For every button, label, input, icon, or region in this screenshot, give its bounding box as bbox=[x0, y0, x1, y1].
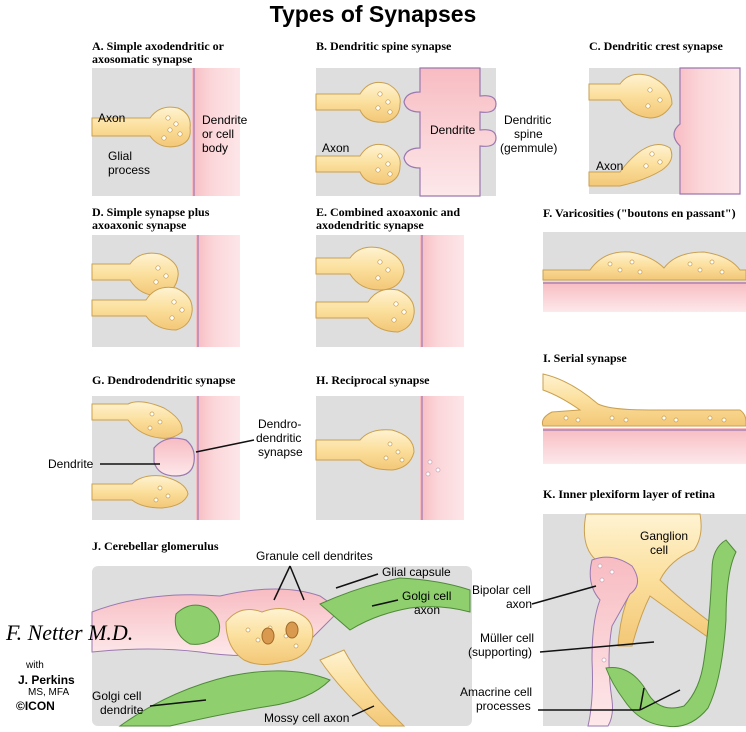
label-axon: Axon bbox=[596, 159, 623, 173]
label-spine-2: spine bbox=[514, 127, 543, 141]
signature: F. Netter M.D. with J. Perkins MS, MFA ©… bbox=[5, 620, 133, 713]
label-axon: Axon bbox=[98, 111, 125, 125]
dendrite bbox=[192, 68, 240, 196]
label-dendrite-3: body bbox=[202, 141, 228, 155]
label-mossy-axon: Mossy cell axon bbox=[264, 711, 349, 725]
panel-a: A. Simple axodendritic or axosomatic syn… bbox=[91, 39, 248, 196]
panel-d: D. Simple synapse plus axoaxonic synapse bbox=[91, 205, 240, 347]
panel-h-title: H. Reciprocal synapse bbox=[316, 373, 430, 387]
dendrite-bulb bbox=[153, 437, 195, 477]
panel-b-title: B. Dendritic spine synapse bbox=[316, 39, 452, 53]
panel-f-title: F. Varicosities ("boutons en passant") bbox=[543, 206, 736, 220]
label-dd-3: synapse bbox=[258, 445, 303, 459]
label-amacrine-2: processes bbox=[476, 699, 531, 713]
mossy-axon bbox=[319, 649, 406, 727]
panel-k: K. Inner plexiform layer of retina Gangl… bbox=[460, 487, 746, 728]
panel-h: H. Reciprocal synapse bbox=[315, 373, 464, 520]
signature-with: with bbox=[25, 660, 44, 671]
label-dendrite: Dendrite bbox=[48, 457, 94, 471]
label-golgi-axon-1: Golgi cell bbox=[402, 589, 451, 603]
serial-axon bbox=[541, 373, 746, 427]
label-glial-2: process bbox=[108, 163, 150, 177]
label-dendrite-1: Dendrite bbox=[202, 113, 248, 127]
panel-d-title-line2: axoaxonic synapse bbox=[92, 218, 187, 232]
panel-a-title-line2: axosomatic synapse bbox=[92, 52, 193, 66]
panel-e-title: E. Combined axoaxonic and bbox=[316, 205, 460, 219]
label-dendrite: Dendrite bbox=[430, 123, 476, 137]
panel-a-title: A. Simple axodendritic or bbox=[92, 39, 225, 53]
label-bipolar-2: axon bbox=[506, 597, 532, 611]
label-dd-1: Dendro- bbox=[258, 417, 301, 431]
panel-d-title: D. Simple synapse plus bbox=[92, 205, 210, 219]
panel-g: G. Dendrodendritic synapse Dendrite Dend… bbox=[48, 373, 303, 520]
label-golgi-dendrite-2: dendrite bbox=[100, 703, 144, 717]
panel-e: E. Combined axoaxonic and axodendritic s… bbox=[315, 205, 464, 347]
label-axon: Axon bbox=[322, 141, 349, 155]
panel-k-title: K. Inner plexiform layer of retina bbox=[543, 487, 715, 501]
icon-logo: ©ICON bbox=[16, 699, 55, 713]
dendrite bbox=[403, 67, 497, 197]
golgi-axon bbox=[319, 577, 471, 631]
panel-i-title: I. Serial synapse bbox=[543, 351, 627, 365]
golgi-dendrite bbox=[118, 670, 331, 727]
amacrine-process bbox=[605, 539, 737, 728]
label-spine-3: (gemmule) bbox=[500, 141, 557, 155]
page-title: Types of Synapses bbox=[270, 1, 477, 27]
signature-name: F. Netter M.D. bbox=[5, 620, 133, 645]
dendrite bbox=[673, 67, 741, 195]
panel-g-title: G. Dendrodendritic synapse bbox=[92, 373, 236, 387]
panel-c-title: C. Dendritic crest synapse bbox=[589, 39, 723, 53]
panel-f: F. Varicosities ("boutons en passant") bbox=[542, 206, 746, 312]
label-ganglion-1: Ganglion bbox=[640, 529, 688, 543]
label-amacrine-1: Amacrine cell bbox=[460, 685, 532, 699]
label-golgi-axon-2: axon bbox=[414, 603, 440, 617]
panel-j-title: J. Cerebellar glomerulus bbox=[92, 539, 219, 553]
label-bipolar-1: Bipolar cell bbox=[472, 583, 531, 597]
label-muller-1: Müller cell bbox=[480, 631, 534, 645]
signature-coauthor: J. Perkins bbox=[18, 673, 75, 687]
label-dendrite-2: or cell bbox=[202, 127, 234, 141]
label-granule: Granule cell dendrites bbox=[256, 549, 373, 563]
panel-b: B. Dendritic spine synapse Dendrite Axon… bbox=[315, 39, 557, 197]
bipolar-axon bbox=[587, 556, 638, 727]
panel-c: C. Dendritic crest synapse Axon bbox=[588, 39, 741, 195]
label-golgi-dendrite-1: Golgi cell bbox=[92, 689, 141, 703]
panel-i: I. Serial synapse bbox=[541, 351, 746, 464]
label-dd-2: dendritic bbox=[256, 431, 301, 445]
label-glial-capsule: Glial capsule bbox=[382, 565, 451, 579]
label-muller-2: (supporting) bbox=[468, 645, 532, 659]
label-glial-1: Glial bbox=[108, 149, 132, 163]
golgi-terminal bbox=[174, 604, 221, 645]
label-spine-1: Dendritic bbox=[504, 113, 551, 127]
label-ganglion-2: cell bbox=[650, 543, 668, 557]
panel-e-title-line2: axodendritic synapse bbox=[316, 218, 424, 232]
signature-degree: MS, MFA bbox=[28, 687, 69, 698]
panel-j: J. Cerebellar glomerulus Granule cell de… bbox=[91, 539, 472, 727]
varicosity-axon bbox=[542, 251, 746, 281]
